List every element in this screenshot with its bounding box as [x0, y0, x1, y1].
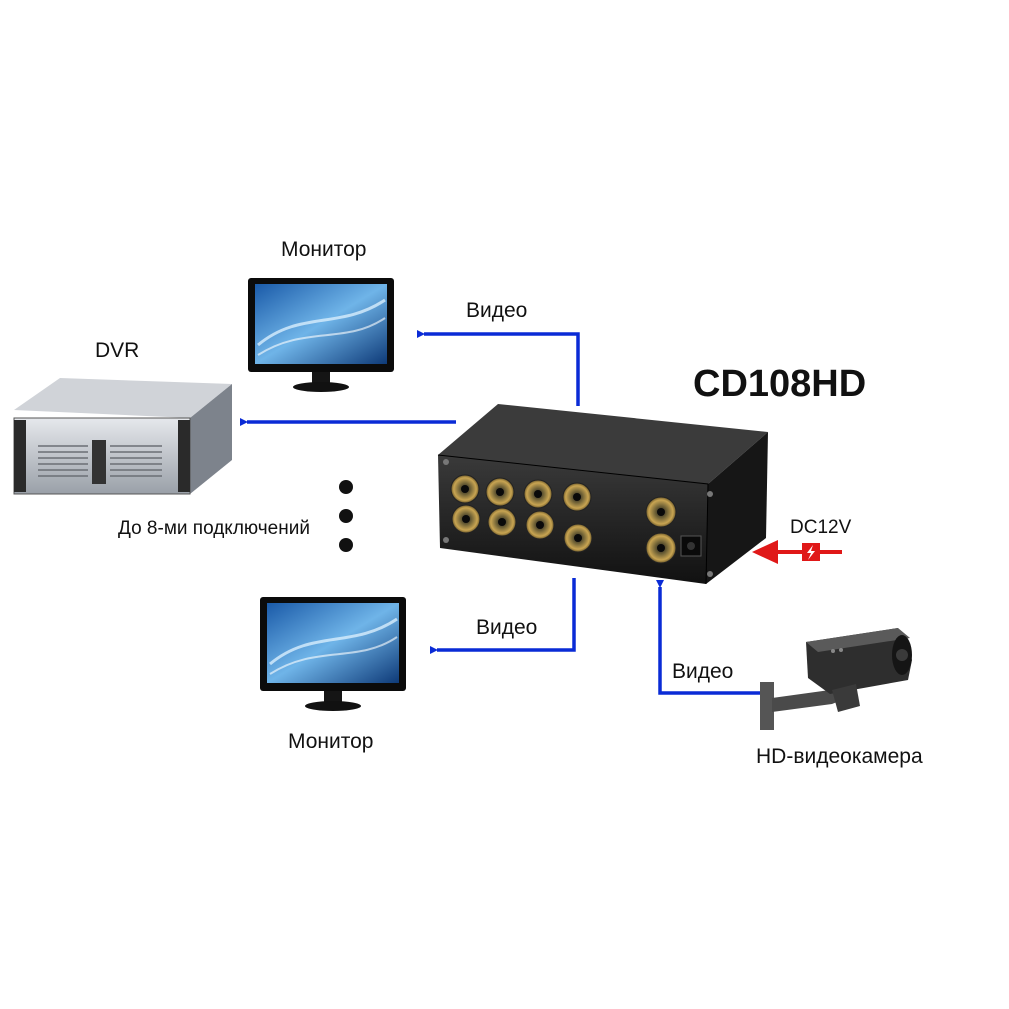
- lightning-icon: [807, 545, 815, 560]
- ellipsis-dot: [339, 509, 353, 523]
- power-label: DC12V: [790, 517, 852, 538]
- monitor-top-icon: [248, 278, 394, 392]
- connections-label: До 8-ми подключений: [118, 518, 310, 539]
- ellipsis-dot: [339, 538, 353, 552]
- bnc-input-connectors: [645, 496, 677, 564]
- monitor-bottom-label: Монитор: [288, 730, 374, 753]
- video-label-camera: Видео: [672, 660, 734, 683]
- power-arrow: [752, 540, 842, 564]
- monitor-top-label: Монитор: [281, 238, 367, 261]
- arrow-from-camera: [656, 580, 760, 695]
- camera-icon: [760, 628, 912, 730]
- camera-label: HD-видеокамера: [756, 745, 923, 768]
- monitor-bottom-icon: [260, 597, 406, 711]
- dvr-icon: [13, 378, 232, 495]
- dvr-label: DVR: [95, 339, 140, 362]
- arrow-to-monitor-top: [417, 330, 580, 406]
- splitter-device: [437, 404, 768, 585]
- ellipsis-dot: [339, 480, 353, 494]
- arrow-to-monitor-bottom: [430, 578, 576, 654]
- video-label-bottom: Видео: [476, 616, 538, 639]
- bnc-output-connectors: [450, 474, 593, 553]
- video-label-top: Видео: [466, 299, 528, 322]
- signal-lines: [240, 330, 760, 695]
- device-model-title: CD108HD: [693, 363, 867, 405]
- power-jack-icon: [680, 535, 702, 557]
